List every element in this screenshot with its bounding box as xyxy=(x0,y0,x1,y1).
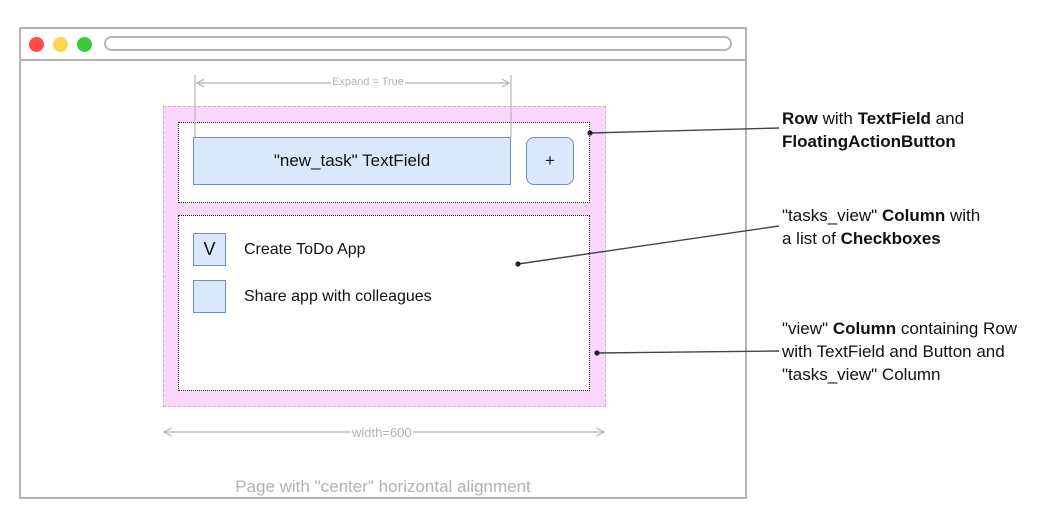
task-checkbox[interactable]: V xyxy=(193,233,226,266)
maximize-window-icon[interactable] xyxy=(77,37,92,52)
tasks-view-annotation-line2: a list of Checkboxes xyxy=(782,229,941,248)
view-annotation: "view" Column containing Row with TextFi… xyxy=(782,317,1017,386)
browser-title-bar xyxy=(21,29,745,61)
close-window-icon[interactable] xyxy=(29,37,44,52)
view-annotation-line3: "tasks_view" Column xyxy=(782,365,941,384)
tasks-view-annotation: "tasks_view" Column with a list of Check… xyxy=(782,204,980,250)
row-annotation-line2: FloatingActionButton xyxy=(782,132,956,151)
add-task-button[interactable]: + xyxy=(526,137,574,185)
task-checkbox[interactable] xyxy=(193,280,226,313)
page-caption: Page with "center" horizontal alignment xyxy=(235,477,531,496)
view-annotation-line2: with TextField and Button and xyxy=(782,342,1005,361)
task-label: Create ToDo App xyxy=(244,241,366,258)
row-annotation-line1: Row with TextField and xyxy=(782,109,965,128)
tasks-view-annotation-line1: "tasks_view" Column with xyxy=(782,206,981,225)
task-label: Share app with colleagues xyxy=(244,288,432,305)
address-bar[interactable] xyxy=(104,36,732,51)
width-label: width=600 xyxy=(351,425,413,440)
minimize-window-icon[interactable] xyxy=(53,37,68,52)
expand-label: Expand = True xyxy=(331,76,405,88)
row-annotation: Row with TextField and FloatingActionBut… xyxy=(782,107,964,153)
new-task-textfield[interactable]: "new_task" TextField xyxy=(193,137,511,185)
view-annotation-line1: "view" Column containing Row xyxy=(782,319,1018,338)
